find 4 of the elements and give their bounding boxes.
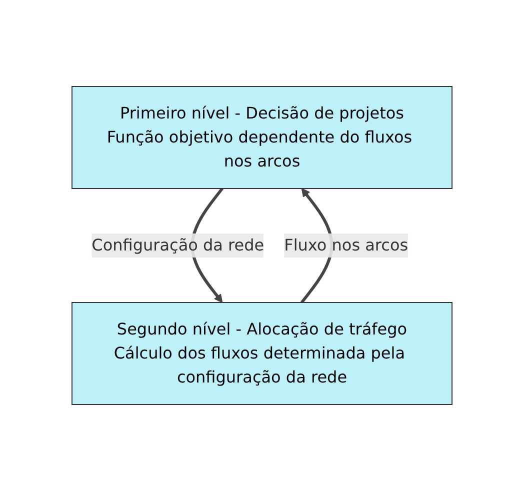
- node-box: Segundo nível - Alocação de tráfego Cálculo dos fluxos determinada pela configuração da rede: [72, 302, 452, 405]
- edge-label: Configuração da rede: [92, 236, 264, 254]
- node-box: Primeiro nível - Decisão de projetos Função objetivo dependente do fluxos nos arcos: [72, 86, 452, 189]
- edge-label: Fluxo nos arcos: [284, 236, 408, 254]
